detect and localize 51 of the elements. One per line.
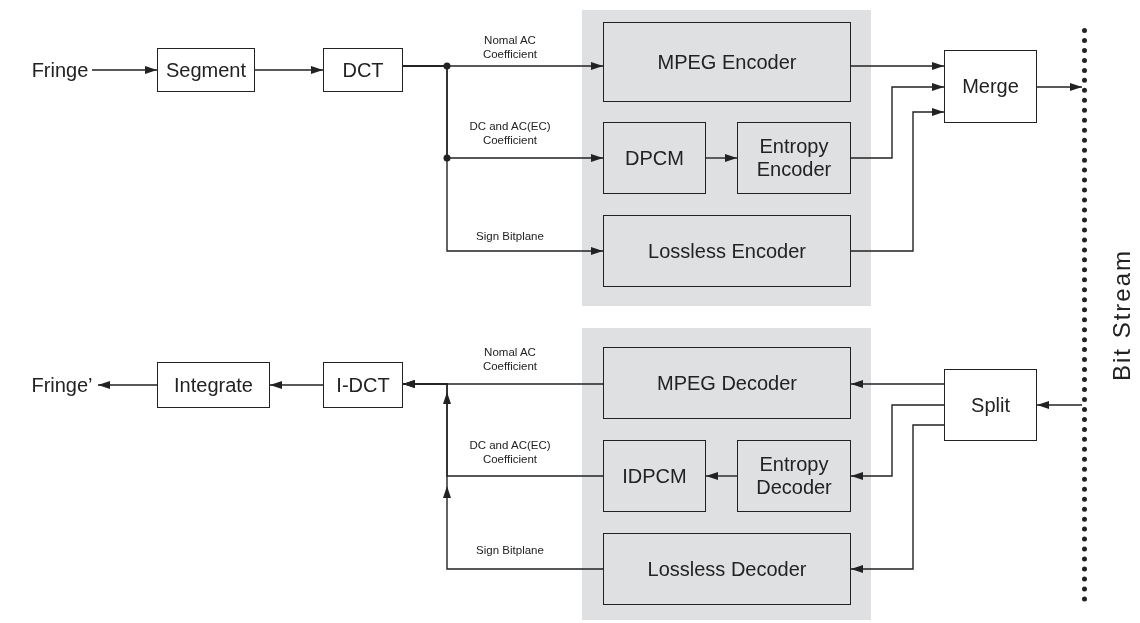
box-label: Entropy Encoder [755, 135, 833, 181]
box-label: MPEG Encoder [657, 50, 797, 74]
box-label: Lossless Encoder [648, 239, 806, 263]
process-box [603, 122, 706, 194]
edge-label: Sign Bitplane [474, 230, 546, 244]
process-box [603, 22, 851, 102]
arrow [850, 380, 945, 388]
signal-label: Fringe [28, 56, 92, 84]
box-label: Entropy Decoder [755, 453, 833, 499]
box-label: Split [971, 393, 1010, 417]
arrow [705, 472, 738, 480]
process-box [944, 50, 1037, 123]
box-label: MPEG Decoder [656, 371, 798, 395]
arrow [91, 66, 158, 74]
process-box [323, 362, 403, 408]
arrow [1036, 83, 1083, 91]
box-label: Merge [962, 75, 1019, 98]
arrow [850, 108, 945, 252]
arrow [254, 66, 324, 74]
box-label: Integrate [174, 373, 253, 397]
process-box [944, 369, 1037, 441]
arrow [402, 380, 604, 570]
process-box [323, 48, 403, 92]
edge-label: Sign Bitplane [474, 544, 546, 558]
box-label: Lossless Decoder [647, 557, 807, 581]
box-label: DCT [342, 58, 384, 82]
process-box [603, 347, 851, 419]
arrow [850, 62, 945, 70]
arrow [269, 381, 324, 389]
box-label: DPCM [625, 146, 684, 170]
process-box [603, 215, 851, 287]
box-label: IDPCM [622, 464, 687, 488]
arrow [1036, 401, 1083, 409]
process-box [157, 362, 270, 408]
stream-label: Bit Stream [1108, 249, 1136, 381]
panel-background [582, 10, 871, 306]
process-box [603, 440, 706, 512]
arrow [402, 65, 604, 255]
process-box [603, 533, 851, 605]
process-box [737, 440, 851, 512]
box-label: Segment [165, 58, 247, 82]
panel-background [582, 328, 871, 620]
box-label: I-DCT [336, 373, 390, 397]
arrow [850, 83, 945, 159]
process-box [157, 48, 255, 92]
arrow [97, 381, 158, 389]
process-box [737, 122, 851, 194]
arrow [850, 424, 945, 573]
signal-label: Fringe’ [26, 371, 98, 399]
arrow [705, 154, 738, 162]
arrow [850, 404, 945, 480]
